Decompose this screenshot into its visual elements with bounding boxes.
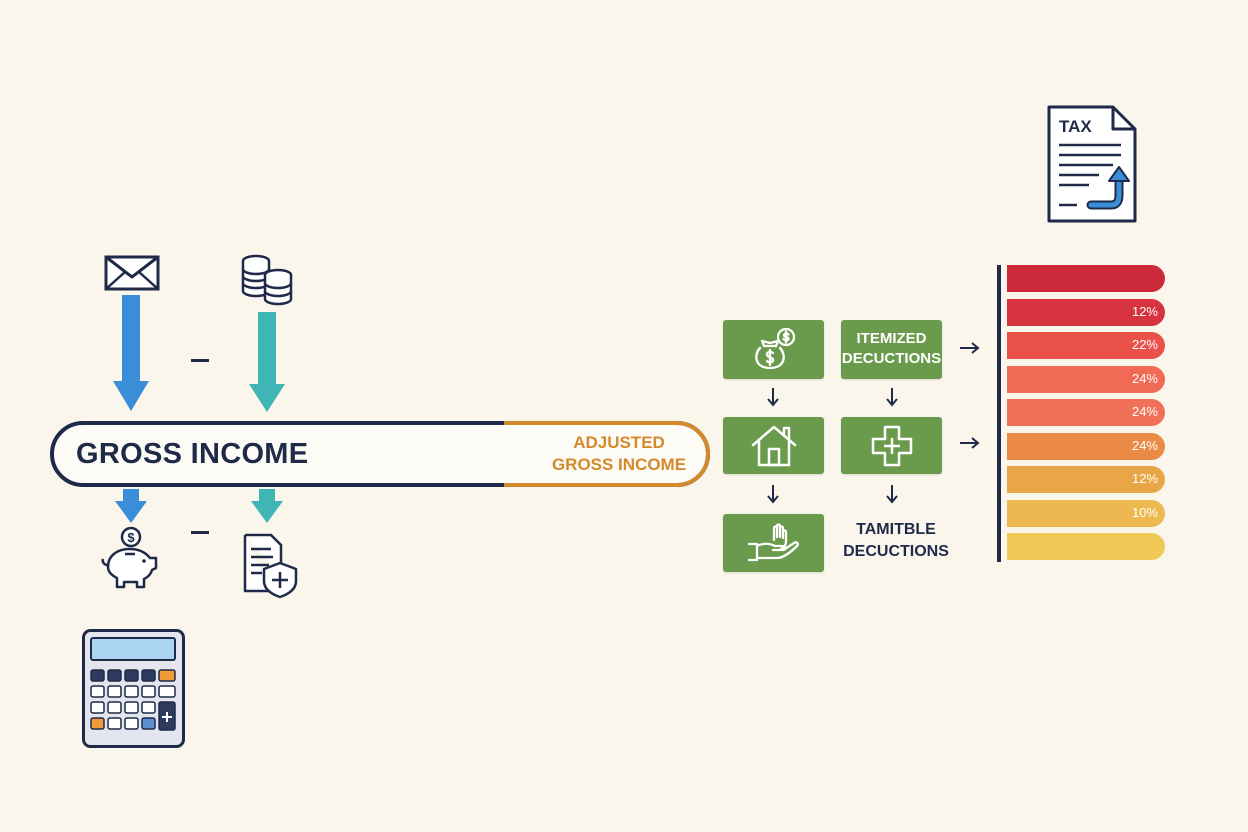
tax-bracket-rate: 22% xyxy=(1131,337,1158,352)
teal-arrow-down xyxy=(249,312,285,414)
envelope-icon xyxy=(104,255,160,291)
blue-arrow-down xyxy=(113,295,149,413)
money-bag-box xyxy=(723,320,824,379)
itemized-deductions-label: ITEMIZED DECUCTIONS xyxy=(841,329,942,369)
arrow-right-2 xyxy=(959,436,981,450)
agi-label-line1: ADJUSTED xyxy=(573,433,665,452)
tax-bracket-rate: 24% xyxy=(1131,404,1158,419)
arrow-right-1 xyxy=(959,341,981,355)
agi-segment xyxy=(504,421,710,487)
tax-bracket-bar: 10% xyxy=(1007,499,1165,527)
itemized-line1: ITEMIZED xyxy=(856,330,927,347)
tax-bracket-rate: 12% xyxy=(1131,303,1158,319)
charity-box xyxy=(723,514,824,572)
home-box xyxy=(723,417,824,474)
minus-sign xyxy=(191,359,209,362)
agi-label: ADJUSTED GROSS INCOME xyxy=(544,432,694,476)
house-icon xyxy=(751,425,797,467)
arrow-down-3 xyxy=(766,484,780,504)
calculator-icon xyxy=(82,629,185,748)
tax-document-title: TAX xyxy=(1059,117,1092,136)
agi-label-line2: GROSS INCOME xyxy=(551,455,687,474)
tax-bracket-rate: 24% xyxy=(1131,437,1158,453)
blue-arrow-down-lower xyxy=(115,489,147,525)
itemized-line2: DECUCTIONS xyxy=(841,350,942,367)
tax-bracket-bar: 12% xyxy=(1007,298,1165,326)
tax-bracket-bar: 24% xyxy=(1007,432,1165,460)
tax-bracket-rate: 12% xyxy=(1131,471,1158,486)
tax-bracket-rate: 24% xyxy=(1131,370,1158,386)
taxable-deductions-label: TAMITBLE DECUCTIONS xyxy=(836,519,956,563)
tax-bracket-axis xyxy=(997,265,1001,562)
arrow-down-1 xyxy=(766,387,780,407)
minus-sign-lower xyxy=(191,531,209,534)
svg-text:$: $ xyxy=(127,530,135,545)
taxable-line1: TAMITBLE xyxy=(856,521,936,538)
itemized-deductions-box: ITEMIZED DECUCTIONS xyxy=(841,320,942,379)
gross-income-bar: GROSS INCOME ADJUSTED GROSS INCOME xyxy=(50,421,710,487)
tax-bracket-bar: 12% xyxy=(1007,466,1165,493)
taxable-line2: DECUCTIONS xyxy=(843,543,949,560)
medical-box xyxy=(841,417,942,474)
tax-bracket-bar: 24% xyxy=(1007,365,1165,393)
tax-bracket-bar: 22% xyxy=(1007,332,1165,359)
tax-bracket-rate: 10% xyxy=(1131,504,1158,520)
arrow-down-4 xyxy=(885,484,899,504)
tax-bracket-bar xyxy=(1007,265,1165,292)
arrow-down-2 xyxy=(885,387,899,407)
medical-cross-icon xyxy=(871,425,913,467)
tax-bracket-bar: 24% xyxy=(1007,399,1165,426)
gross-income-label: GROSS INCOME xyxy=(76,438,309,470)
tax-bracket-bar xyxy=(1007,533,1165,560)
hand-giving-icon xyxy=(747,523,801,564)
money-bag-icon xyxy=(750,326,798,374)
insurance-document-icon xyxy=(242,533,300,599)
teal-arrow-down-lower xyxy=(251,489,283,525)
tax-document-icon: TAX xyxy=(1047,105,1139,225)
coins-icon xyxy=(240,253,296,307)
piggy-bank-icon: $ xyxy=(100,526,162,591)
